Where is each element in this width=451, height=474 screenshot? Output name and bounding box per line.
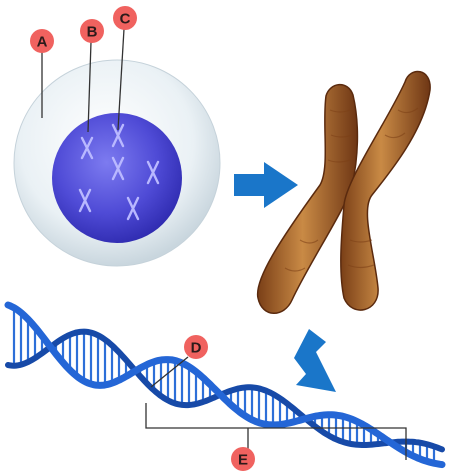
leader-line-b [87,41,92,133]
chromatid-right [340,70,431,311]
mini-chromosome [146,160,160,185]
label-d: D [184,335,208,359]
leader-lines [41,28,407,460]
label-a: A [30,29,54,53]
mini-chromosome [111,156,125,181]
dna-double-helix [4,301,446,469]
dna-strand-back [5,328,445,453]
label-e-text: E [238,452,248,469]
label-a-text: A [37,34,48,51]
mini-chromosome [111,123,125,148]
label-d-text: D [191,340,202,357]
down-arrow-icon [294,329,336,392]
chromatid-left [256,83,359,314]
mini-chromosome [78,188,92,213]
label-b: B [80,19,104,43]
leader-line-c [117,28,125,131]
label-c: C [113,6,137,30]
label-b-text: B [87,24,98,41]
label-c-text: C [120,11,131,28]
bracket-e [145,403,407,460]
chromosome [256,70,431,314]
right-arrow-icon [234,162,298,208]
mini-chromosome [126,196,140,221]
label-e: E [231,447,255,471]
cell [13,59,221,267]
mini-chromosome [80,136,94,160]
nucleus-chromosomes [78,123,160,221]
leader-line-d [150,356,189,388]
